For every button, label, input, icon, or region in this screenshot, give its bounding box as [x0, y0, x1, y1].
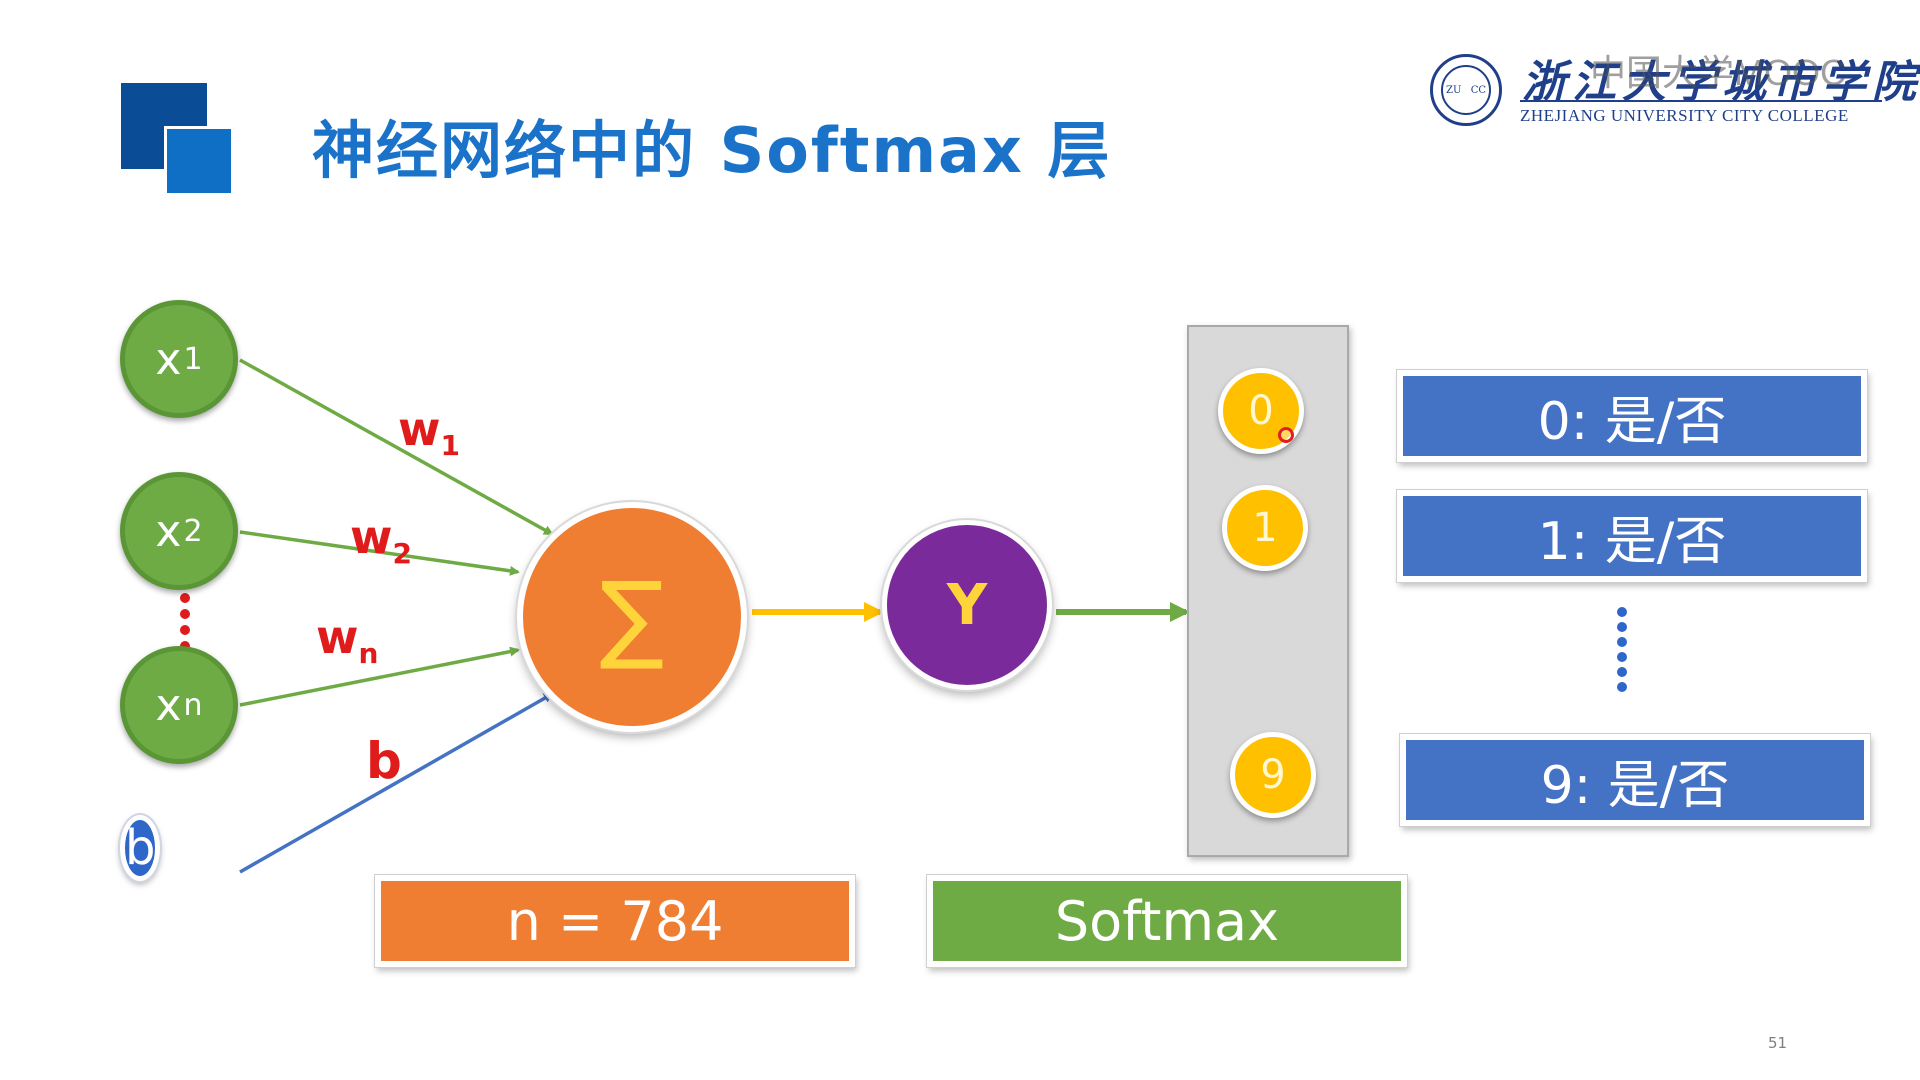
weight-label-w2: w2 — [350, 510, 412, 570]
edge-b-sum — [239, 692, 554, 874]
weight-label-wn: wn — [316, 610, 378, 670]
input-size-label: n = 784 — [375, 875, 855, 967]
logo-divider — [1520, 100, 1882, 102]
weight-label-w1: w1 — [398, 402, 460, 462]
y-output-node: Y — [882, 520, 1052, 690]
weight-label-w1-base: w — [398, 402, 441, 456]
mooc-watermark: 中国大学MOOC — [1590, 52, 1846, 93]
input-node-x1-label: x — [155, 333, 182, 385]
input-node-xn-label: x — [155, 679, 182, 731]
input-node-x2-label: x — [155, 505, 182, 557]
bias-node: b — [120, 815, 161, 881]
class-box-9: 9: 是/否 — [1400, 734, 1870, 826]
output-node-1: 1 — [1222, 485, 1308, 571]
university-seal-icon: ZU CC — [1430, 54, 1502, 126]
input-node-x1-sub: 1 — [183, 341, 203, 377]
weight-label-wn-base: w — [316, 610, 359, 664]
bias-weight-label: b — [366, 732, 402, 790]
seal-text-right: CC — [1470, 84, 1486, 96]
softmax-label: Softmax — [927, 875, 1407, 967]
class-box-1: 1: 是/否 — [1397, 490, 1867, 582]
seal-text-left: ZU — [1446, 84, 1462, 96]
edge-x1-sum — [239, 358, 554, 536]
input-node-x2-sub: 2 — [183, 513, 203, 549]
page-number: 51 — [1768, 1034, 1788, 1052]
title-deco-square-light — [164, 126, 231, 193]
logo-name-en: ZHEJIANG UNIVERSITY CITY COLLEGE — [1520, 106, 1849, 125]
weight-label-wn-sub: n — [358, 637, 379, 670]
page-title: 神经网络中的 Softmax 层 — [312, 114, 1112, 187]
weight-label-w2-base: w — [350, 510, 393, 564]
summation-node: ∑ — [517, 502, 747, 732]
edge-x2-sum — [239, 530, 520, 576]
edge-xn-sum — [239, 646, 520, 707]
weight-label-w1-sub: 1 — [440, 429, 460, 462]
input-node-xn-sub: n — [183, 687, 203, 723]
output-node-9: 9 — [1230, 732, 1316, 818]
pointer-cursor-icon — [1278, 427, 1294, 443]
logo-name-cn: 浙江大学城市学院 — [1522, 57, 1920, 108]
class-box-0: 0: 是/否 — [1397, 370, 1867, 462]
weight-label-w2-sub: 2 — [392, 537, 412, 570]
